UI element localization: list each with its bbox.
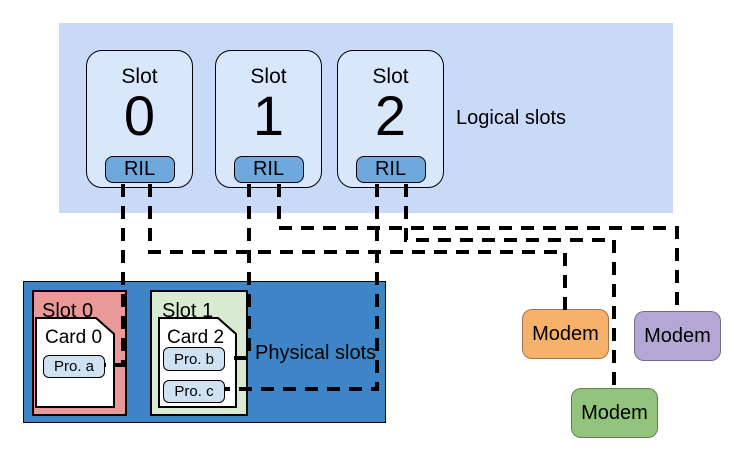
logical-slot-1-card: Slot 1 RIL	[215, 50, 322, 188]
modem-3: Modem	[571, 388, 658, 438]
logical-slot-0-word: Slot	[121, 65, 158, 88]
profile-c: Pro. c	[163, 380, 225, 403]
ril-badge-2: RIL	[355, 156, 426, 183]
logical-slot-0-number: 0	[123, 84, 156, 147]
logical-slots-label: Logical slots	[456, 107, 567, 129]
ril-badge-0: RIL	[104, 156, 175, 183]
logical-slot-2-card: Slot 2 RIL	[337, 50, 444, 188]
profile-a: Pro. a	[43, 355, 105, 378]
modem-2: Modem	[634, 311, 721, 361]
logical-slot-2-number: 2	[374, 84, 407, 147]
logical-slot-0-card: Slot 0 RIL	[86, 50, 193, 188]
ril-badge-1: RIL	[233, 156, 304, 183]
profile-b: Pro. b	[163, 347, 225, 371]
card-2-label: Card 2	[167, 327, 225, 348]
physical-slots-label: Physical slots	[255, 342, 377, 364]
logical-slot-1-number: 1	[252, 84, 285, 147]
logical-slot-2-word: Slot	[372, 65, 409, 88]
logical-slot-1-word: Slot	[250, 65, 287, 88]
physical-slot-0-label: Slot 0	[42, 300, 94, 322]
card-0-label: Card 0	[45, 327, 103, 348]
modem-1: Modem	[522, 309, 609, 359]
